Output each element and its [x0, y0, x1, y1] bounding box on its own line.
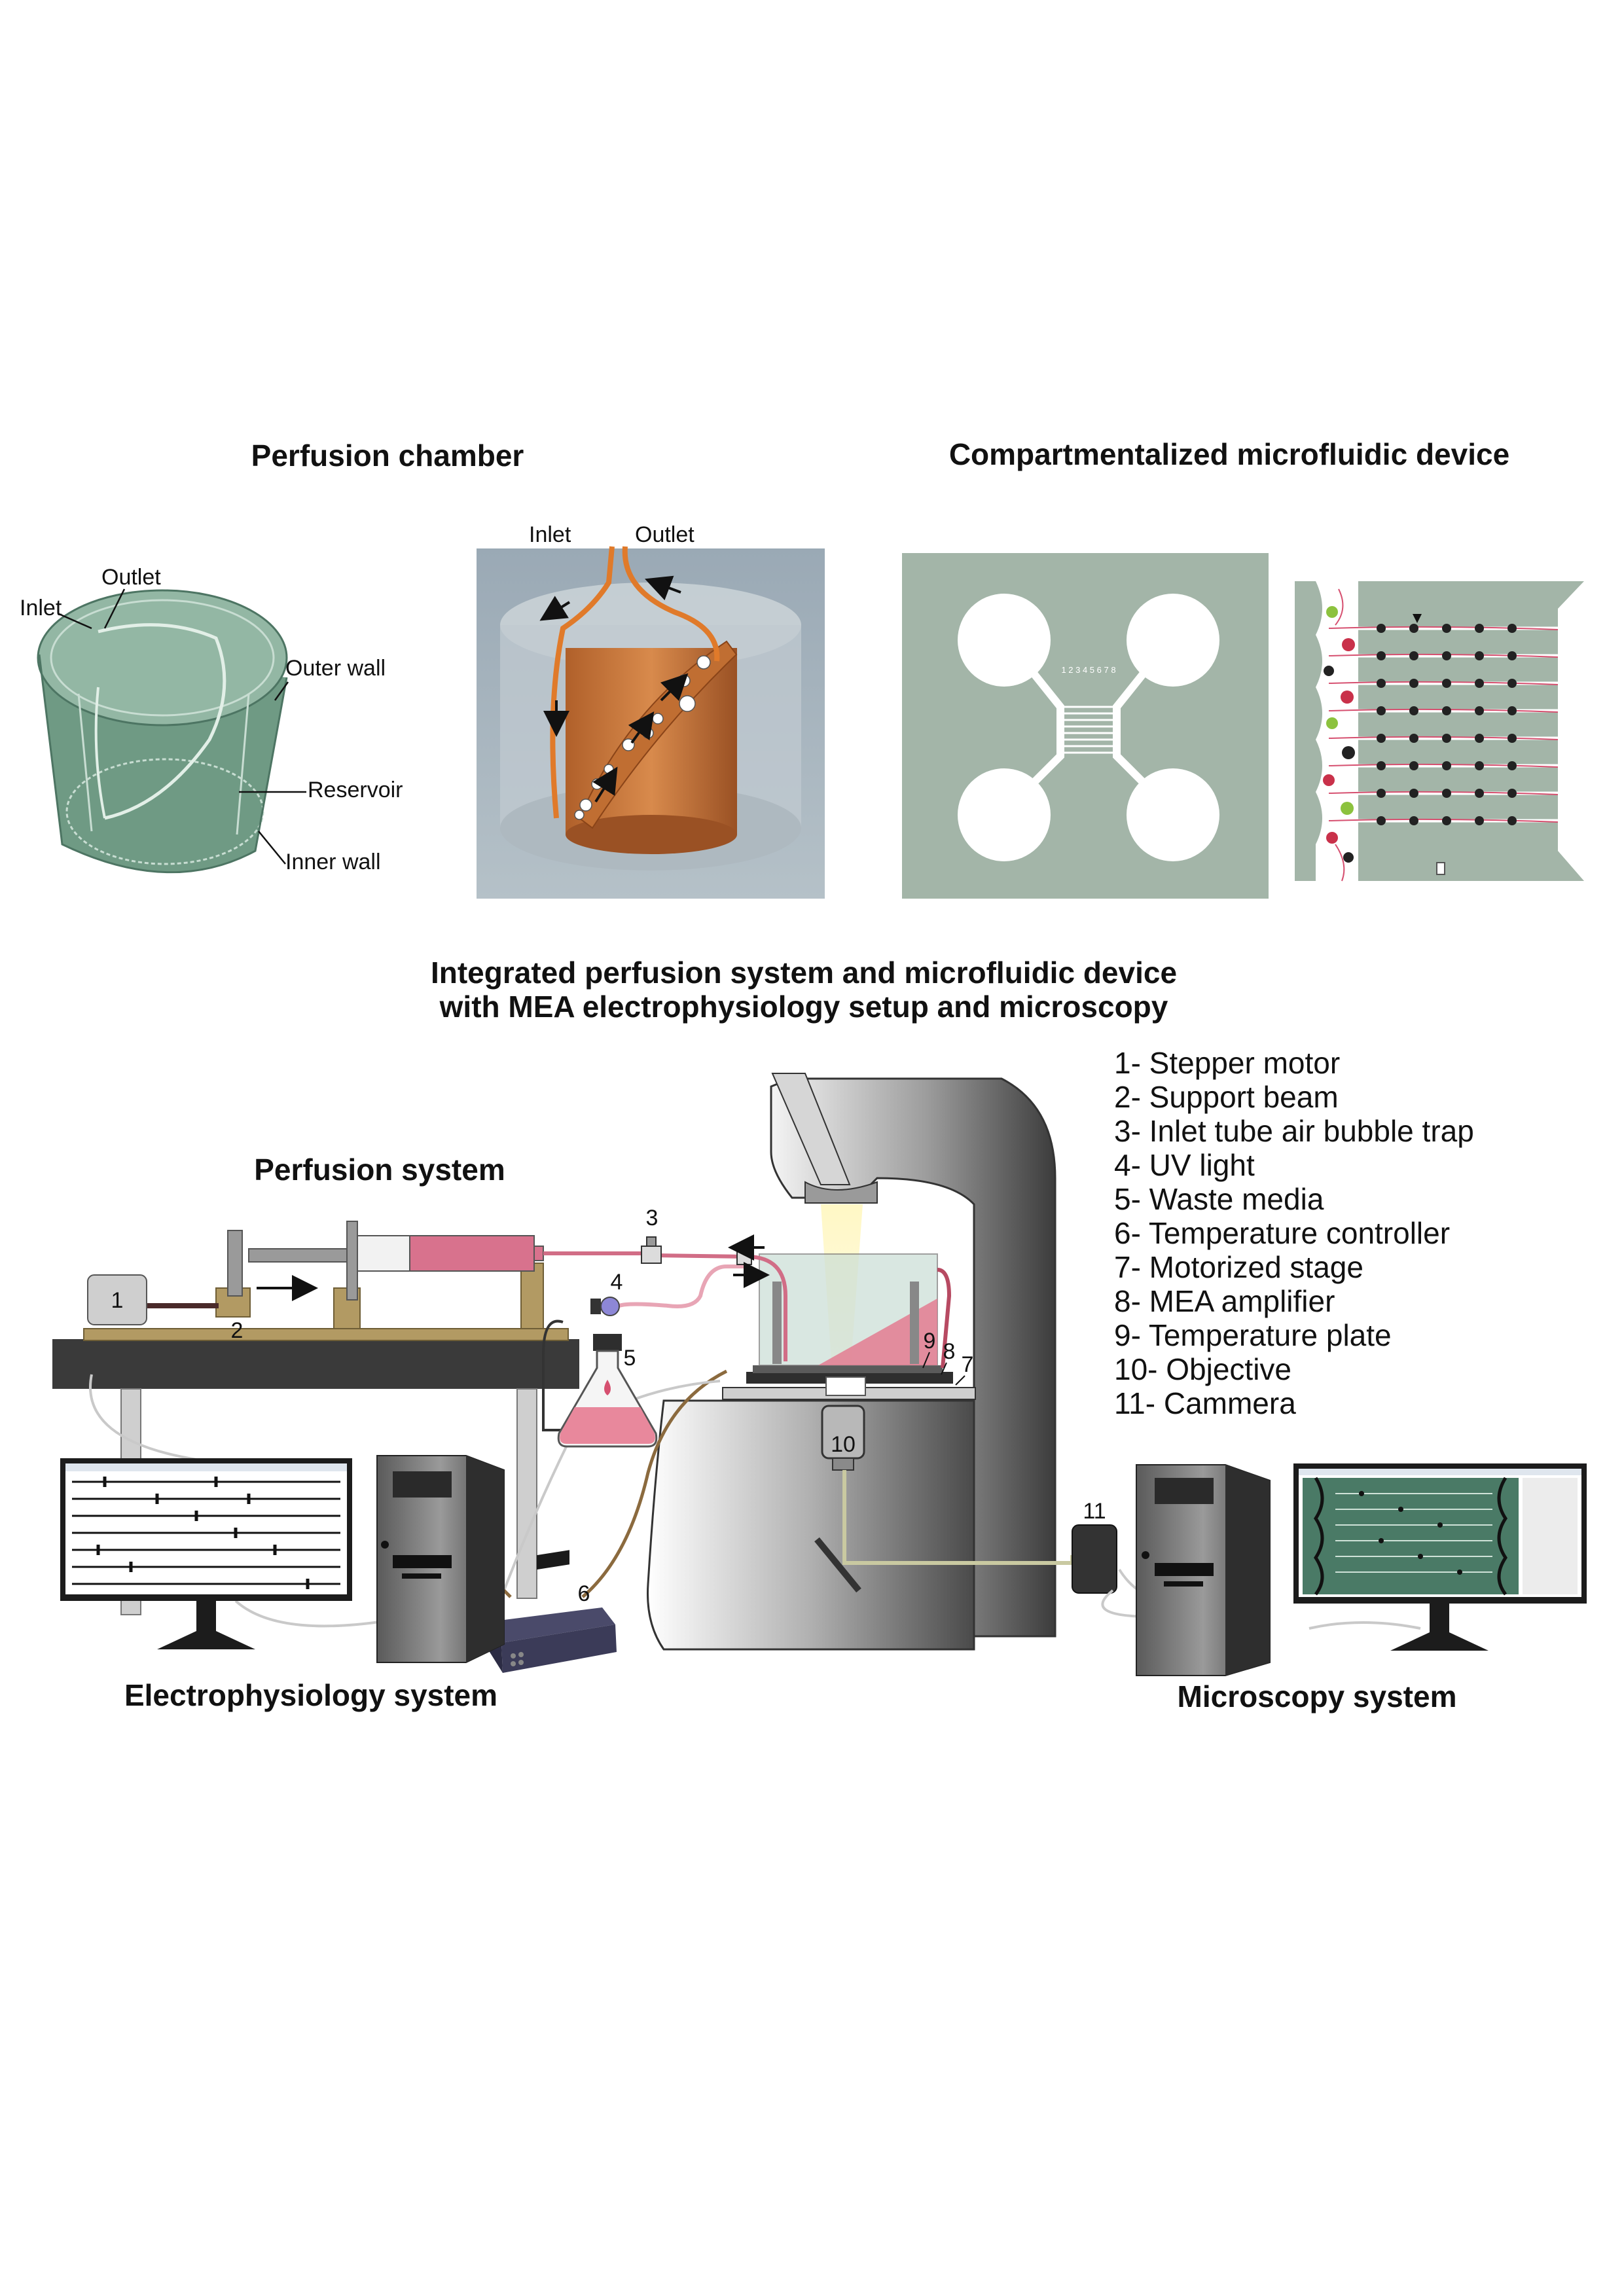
camera [1072, 1524, 1117, 1594]
integrated-title-line2: with MEA electrophysiology setup and mic… [439, 990, 1168, 1024]
number-9: 9 [924, 1329, 936, 1354]
legend-item-7: 7- Motorized stage [1114, 1250, 1363, 1284]
render-inlet-label: Inlet [529, 522, 571, 547]
zoom-cells [1323, 606, 1355, 863]
electrophysiology-tower [376, 1455, 505, 1663]
legend-item-2: 2- Support beam [1114, 1080, 1339, 1114]
chamber-reservoir-label: Reservoir [308, 778, 403, 802]
chamber-outlet-label: Outlet [101, 565, 161, 590]
number-4: 4 [611, 1270, 623, 1295]
support-beam [83, 1263, 569, 1341]
syringe-pump [144, 1221, 544, 1308]
chamber-outer-wall-label: Outer wall [285, 656, 386, 681]
uv-light [590, 1297, 620, 1316]
microscopy-system-title: Microscopy system [1178, 1679, 1457, 1713]
temperature-controller [488, 1550, 617, 1673]
number-8: 8 [943, 1339, 956, 1364]
perfusion-chamber-title: Perfusion chamber [251, 439, 524, 473]
chamber-inlet-label: Inlet [20, 596, 62, 620]
microfluidic-device-title: Compartmentalized microfluidic device [949, 437, 1509, 471]
legend-item-5: 5- Waste media [1114, 1182, 1324, 1216]
legend-item-3: 3- Inlet tube air bubble trap [1114, 1114, 1474, 1148]
spike-marks [96, 1477, 310, 1589]
waste-flask [557, 1334, 658, 1448]
legend-item-10: 10- Objective [1114, 1352, 1291, 1386]
device-channel-numbers: 1 2 3 4 5 6 7 8 [1061, 665, 1115, 675]
stage-and-mea [746, 1253, 953, 1396]
legend-item-4: 4- UV light [1114, 1148, 1255, 1182]
number-10: 10 [831, 1432, 856, 1457]
chamber-inner-wall-label: Inner wall [285, 850, 381, 874]
number-3: 3 [646, 1206, 659, 1230]
number-7: 7 [962, 1352, 974, 1377]
perfusion-chamber-wireframe [37, 589, 288, 874]
spike-raster [72, 1480, 340, 1585]
legend-item-1: 1- Stepper motor [1114, 1046, 1340, 1080]
microfluidic-device-zoom [1295, 581, 1621, 882]
chamber-leader-lines [58, 588, 306, 865]
inlet-connector [736, 1251, 752, 1265]
electrophysiology-system-title: Electrophysiology system [124, 1678, 497, 1712]
perfusion-chamber-render [477, 546, 825, 899]
legend-item-9: 9- Temperature plate [1114, 1318, 1392, 1352]
number-2: 2 [231, 1318, 244, 1343]
microfluidic-device-overview: 1 2 3 4 5 6 7 8 [902, 553, 1269, 899]
number-6: 6 [578, 1581, 590, 1606]
objective [821, 1405, 865, 1471]
perfusion-system-title: Perfusion system [254, 1153, 505, 1187]
stepper-motor [87, 1274, 147, 1325]
number-1: 1 [111, 1288, 124, 1313]
bubble-trap [641, 1236, 662, 1264]
number-11: 11 [1083, 1499, 1106, 1524]
stage-leaders [922, 1352, 965, 1386]
zoom-axons [1328, 588, 1559, 882]
legend-item-11: 11- Cammera [1114, 1386, 1296, 1420]
number-5: 5 [624, 1346, 636, 1371]
zoom-scale-marker [1436, 862, 1445, 875]
render-flow-arrows [539, 575, 689, 803]
integrated-title-line1: Integrated perfusion system and microflu… [431, 956, 1177, 990]
microscopy-tower [1136, 1464, 1271, 1676]
render-outlet-label: Outlet [635, 522, 695, 547]
zoom-electrodes [1377, 624, 1517, 825]
legend: 1- Stepper motor 2- Support beam 3- Inle… [1114, 1046, 1474, 1420]
electrophysiology-monitor [60, 1458, 352, 1649]
legend-item-8: 8- MEA amplifier [1114, 1284, 1335, 1318]
legend-item-6: 6- Temperature controller [1114, 1216, 1450, 1250]
microscopy-monitor [1293, 1463, 1587, 1651]
zoom-marker-arrowhead [1413, 614, 1422, 623]
microchannel-bundle [1060, 706, 1117, 754]
mirror [814, 1537, 861, 1593]
